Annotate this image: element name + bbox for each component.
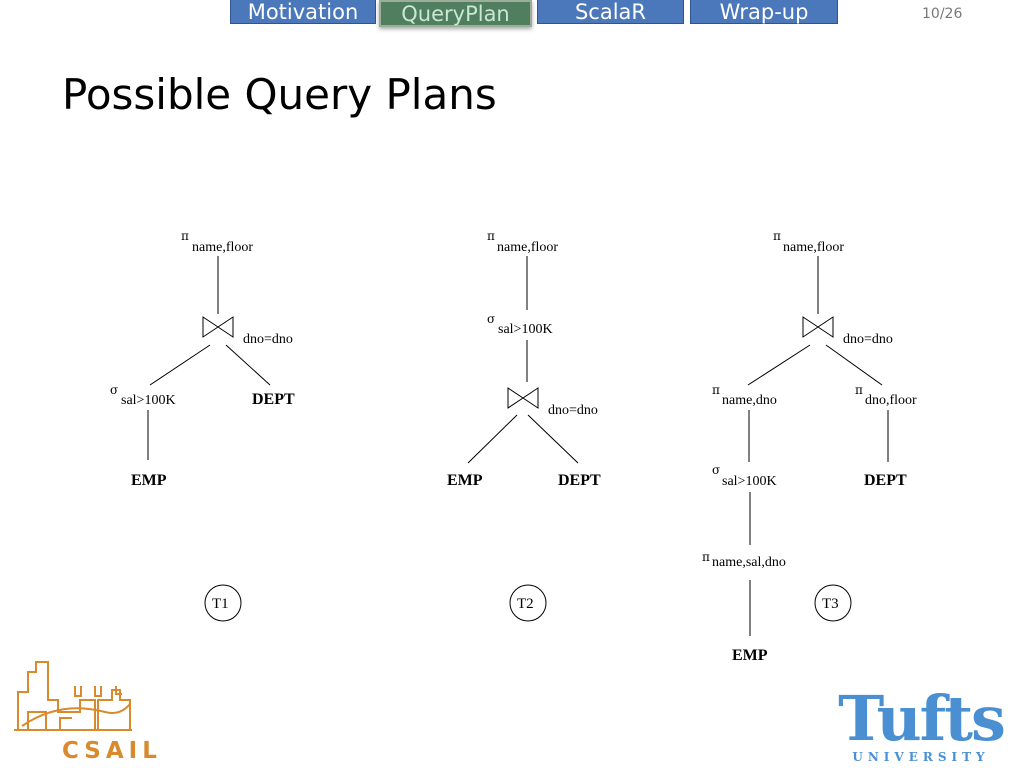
tufts-logo-university: UNIVERSITY [852, 750, 990, 764]
t3-left-project-attrs: name,dno [722, 393, 777, 408]
plan-tree-t1: π name,floor dno=dno σ sal>100K DEPT EMP… [110, 229, 295, 622]
csail-logo-graphic [14, 661, 132, 731]
t2-label-circle [509, 584, 547, 622]
t3-emp-relation: EMP [732, 647, 768, 664]
t3-left-project-symbol: π [712, 383, 720, 397]
t1-join-condition: dno=dno [243, 332, 293, 347]
t1-join-icon [202, 316, 234, 338]
t2-dept-relation: DEPT [558, 472, 601, 489]
t2-join-condition: dno=dno [548, 403, 598, 418]
nav-tab-motivation[interactable]: Motivation [230, 0, 376, 24]
t3-label-circle [814, 584, 852, 622]
t3-project-attrs: name,floor [783, 240, 844, 255]
plan-tree-t2: π name,floor σ sal>100K dno=dno EMP DEPT… [447, 229, 601, 622]
t1-label: T1 [212, 596, 229, 612]
t3-select-condition: sal>100K [722, 474, 777, 489]
nav-tab-wrap-up[interactable]: Wrap-up [690, 0, 838, 24]
t3-join-condition: dno=dno [843, 332, 893, 347]
t2-emp-relation: EMP [447, 472, 483, 489]
t1-select-condition: sal>100K [121, 393, 176, 408]
t2-project-symbol: π [487, 229, 495, 243]
t3-select-symbol: σ [712, 463, 720, 477]
t2-label: T2 [517, 596, 534, 612]
t3-label: T3 [822, 596, 839, 612]
t1-select-symbol: σ [110, 383, 118, 397]
t3-inner-project-attrs: name,sal,dno [712, 555, 786, 570]
tufts-logo: Tufts UNIVERSITY [838, 682, 1006, 765]
t1-dept-relation: DEPT [252, 391, 295, 408]
t2-project-attrs: name,floor [497, 240, 558, 255]
t1-project-attrs: name,floor [192, 240, 253, 255]
t1-project-symbol: π [181, 229, 189, 243]
page-number: 10/26 [922, 6, 963, 22]
slide-title: Possible Query Plans [62, 70, 497, 119]
csail-logo-text: CSAIL [62, 738, 162, 764]
t3-right-project-symbol: π [855, 383, 863, 397]
t1-label-circle [204, 584, 242, 622]
t3-project-symbol: π [773, 229, 781, 243]
nav-tab-scalar[interactable]: ScalaR [537, 0, 684, 24]
t2-join-icon [507, 387, 539, 409]
nav-tab-queryplan[interactable]: QueryPlan [379, 0, 532, 27]
t3-join-icon [802, 316, 834, 338]
t1-emp-relation: EMP [131, 472, 167, 489]
tufts-logo-name: Tufts [838, 682, 1006, 755]
t2-select-condition: sal>100K [498, 322, 553, 337]
t2-select-symbol: σ [487, 312, 495, 326]
t3-right-project-attrs: dno,floor [865, 393, 917, 408]
t3-dept-relation: DEPT [864, 472, 907, 489]
plan-tree-t3: π name,floor dno=dno π name,dno π dno,fl… [702, 229, 917, 664]
t3-inner-project-symbol: π [702, 550, 710, 564]
